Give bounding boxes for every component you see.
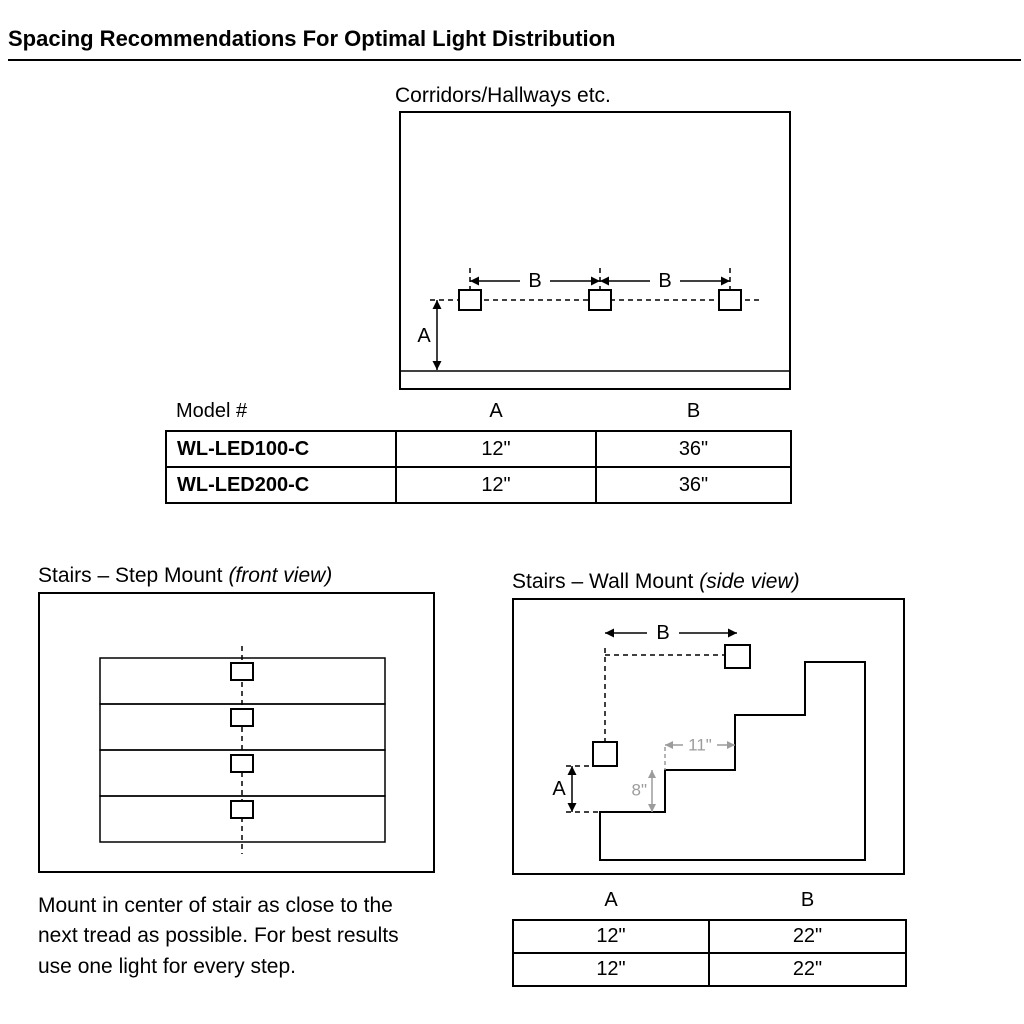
dim-a-label: A	[417, 325, 431, 347]
step-mount-title: Stairs – Step Mount(front view)	[38, 564, 332, 588]
step-mount-diagram	[99, 646, 386, 854]
light-fixture-icon	[718, 289, 742, 311]
corridor-spacing-table: Model # A B WL-LED100-C 12" 36" WL-LED20…	[165, 400, 792, 504]
arrowhead-right-icon	[721, 276, 730, 286]
arrowhead-right-icon	[727, 741, 735, 749]
corridor-outline	[399, 111, 791, 390]
wall-mount-title-text: Stairs – Wall Mount	[512, 570, 694, 593]
light-fixture-icon	[230, 754, 254, 773]
table-row: WL-LED200-C 12" 36"	[165, 466, 792, 504]
arrowhead-left-icon	[470, 276, 479, 286]
corridor-diagram: B B A	[399, 111, 791, 390]
cell-model: WL-LED200-C	[165, 466, 397, 504]
dimension-tread-11in: 11"	[664, 736, 735, 770]
light-fixtures	[592, 644, 751, 767]
riser-height-label: 8"	[632, 781, 648, 800]
cell-a: 12"	[512, 952, 710, 987]
wall-mount-title: Stairs – Wall Mount(side view)	[512, 570, 800, 594]
page-title: Spacing Recommendations For Optimal Ligh…	[8, 26, 616, 51]
arrowhead-up-icon	[567, 766, 577, 775]
light-fixtures	[458, 289, 742, 311]
light-fixture-icon	[458, 289, 482, 311]
light-fixture-icon	[230, 800, 254, 819]
wall-mount-diagram: 11" 8" B	[552, 622, 866, 861]
column-header-b: B	[686, 400, 701, 422]
arrowhead-left-icon	[665, 741, 673, 749]
cell-a: 12"	[395, 430, 597, 468]
staircase-profile	[599, 661, 866, 861]
wall-mount-spacing-table: A B 12" 22" 12" 22"	[512, 889, 907, 987]
column-header-b: B	[800, 889, 815, 911]
arrowhead-up-icon	[432, 300, 442, 309]
column-header-a: A	[604, 889, 618, 911]
light-fixture-icon	[230, 662, 254, 681]
cell-a: 12"	[512, 919, 710, 954]
cell-b: 36"	[595, 430, 792, 468]
arrowhead-down-icon	[648, 804, 656, 812]
arrowhead-right-icon	[591, 276, 600, 286]
wall-mount-view-label: (side view)	[699, 570, 800, 593]
table-row: 12" 22"	[512, 919, 907, 954]
step-mount-diagram-frame	[38, 592, 435, 873]
dimension-a: A	[552, 765, 600, 813]
arrowhead-left-icon	[605, 628, 614, 638]
light-fixture-icon	[724, 644, 751, 669]
cell-b: 22"	[708, 952, 907, 987]
dim-b-label: B	[658, 270, 671, 292]
arrowhead-left-icon	[600, 276, 609, 286]
dimension-b-left: B	[470, 270, 600, 292]
cell-model: WL-LED100-C	[165, 430, 397, 468]
dimension-b: B	[605, 622, 737, 644]
step-mount-title-text: Stairs – Step Mount	[38, 564, 223, 587]
tread-depth-label: 11"	[688, 736, 712, 755]
arrowhead-right-icon	[728, 628, 737, 638]
dimension-riser-8in: 8"	[632, 770, 656, 812]
corridor-diagram-title: Corridors/Hallways etc.	[395, 84, 611, 107]
dimension-a: A	[417, 300, 442, 370]
table-row: 12" 22"	[512, 952, 907, 987]
wall-mount-diagram-frame: 11" 8" B	[512, 598, 905, 875]
cell-a: 12"	[395, 466, 597, 504]
step-mount-view-label: (front view)	[228, 564, 333, 587]
dim-a-label: A	[552, 778, 566, 800]
column-header-model: Model #	[176, 400, 248, 422]
dimension-b-right: B	[600, 270, 730, 292]
column-header-a: A	[489, 400, 503, 422]
mounting-note: Mount in center of stair as close to the…	[38, 894, 399, 978]
dim-b-label: B	[656, 622, 669, 644]
table-header-row: A B	[513, 889, 906, 920]
light-fixture-icon	[592, 741, 618, 767]
table-row: WL-LED100-C 12" 36"	[165, 430, 792, 468]
cell-b: 22"	[708, 919, 907, 954]
arrowhead-up-icon	[648, 770, 656, 778]
arrowhead-down-icon	[567, 803, 577, 812]
stair-tread	[99, 795, 386, 843]
cell-b: 36"	[595, 466, 792, 504]
arrowhead-down-icon	[432, 361, 442, 370]
light-fixtures	[230, 662, 254, 819]
page-header: Spacing Recommendations For Optimal Ligh…	[8, 26, 1021, 61]
light-fixture-icon	[230, 708, 254, 727]
dim-b-label: B	[528, 270, 541, 292]
table-header-row: Model # A B	[166, 400, 791, 431]
light-fixture-icon	[588, 289, 612, 311]
